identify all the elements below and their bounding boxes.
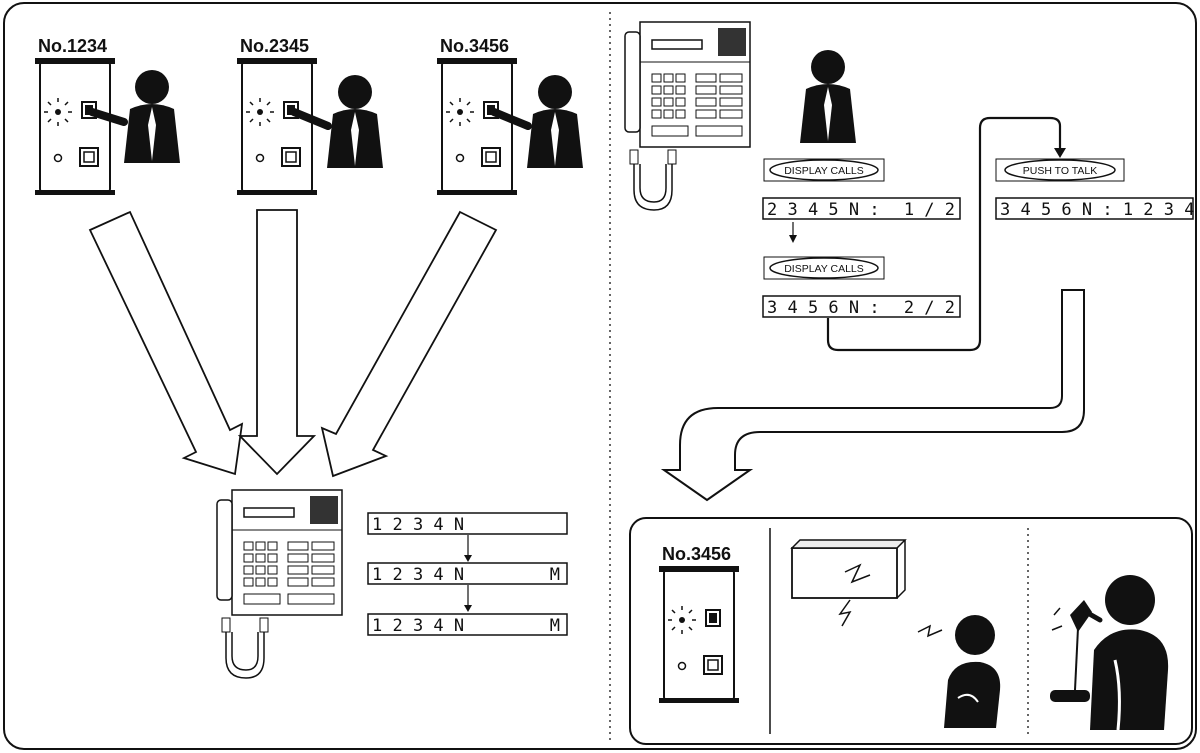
operator-person-icon — [800, 50, 856, 143]
display-panel — [367, 512, 568, 535]
station-3456: No.3456 — [436, 36, 583, 196]
display-text: 1 2 3 4 N — [372, 515, 464, 535]
page-frame — [3, 2, 1197, 750]
display-text: 1 2 3 4 N — [372, 565, 464, 585]
display-text-right: M — [550, 565, 560, 585]
station-2345: No.2345 — [236, 36, 383, 196]
display-panel — [995, 197, 1194, 220]
master-display-sequence: 1 2 3 4 N 1 2 3 4 N M 1 2 3 4 N M — [367, 512, 568, 636]
down-arrow-icon — [464, 555, 472, 562]
display-text-right: 2 ∕ 2 — [904, 298, 955, 318]
display-calls-label: DISPLAY CALLS — [784, 165, 864, 177]
display-panel — [762, 295, 961, 318]
display-panel — [367, 613, 568, 636]
display-calls-label: DISPLAY CALLS — [784, 263, 864, 275]
display-text: 1 2 3 4 N — [372, 616, 464, 636]
listener-person-icon — [944, 615, 1001, 728]
door-station-icon — [658, 565, 740, 704]
call-arrow-2 — [237, 209, 317, 476]
display-calls-button[interactable] — [769, 159, 879, 181]
chime-speaker-icon — [790, 539, 907, 627]
display-panel — [367, 562, 568, 585]
display-text: 2 3 4 5 N : — [767, 200, 880, 220]
door-station-icon — [436, 57, 518, 196]
station-label: No.1234 — [38, 36, 107, 56]
display-text-right: M — [550, 616, 560, 636]
station-label: No.3456 — [440, 36, 509, 56]
station-1234: No.1234 — [34, 36, 180, 196]
door-station-icon — [236, 57, 318, 196]
display-text-right: 1 ∕ 2 — [904, 200, 955, 220]
result-arrow — [660, 289, 1085, 502]
door-station-icon — [34, 57, 116, 196]
down-arrow-icon — [789, 235, 797, 243]
result-station-label: No.3456 — [662, 544, 731, 564]
master-phone-icon — [624, 21, 751, 211]
display-text: 3 4 5 6 N : 1 2 3 4 N M — [1000, 200, 1200, 220]
talking-person-icon — [1050, 575, 1169, 731]
call-arrow-3 — [320, 210, 498, 478]
call-arrow-1 — [88, 210, 244, 476]
display-calls-button[interactable] — [769, 257, 879, 279]
flow-connector — [826, 116, 1062, 352]
person-icon — [327, 75, 383, 168]
master-phone-icon — [216, 489, 343, 679]
display-panel — [762, 197, 961, 220]
station-label: No.2345 — [240, 36, 309, 56]
sound-icon — [917, 624, 943, 638]
push-to-talk-button[interactable] — [1004, 159, 1116, 181]
push-to-talk-label: PUSH TO TALK — [1023, 165, 1098, 177]
display-text: 3 4 5 6 N : — [767, 298, 880, 318]
person-icon — [527, 75, 583, 168]
down-arrow-icon — [464, 605, 472, 612]
person-icon — [124, 70, 180, 163]
